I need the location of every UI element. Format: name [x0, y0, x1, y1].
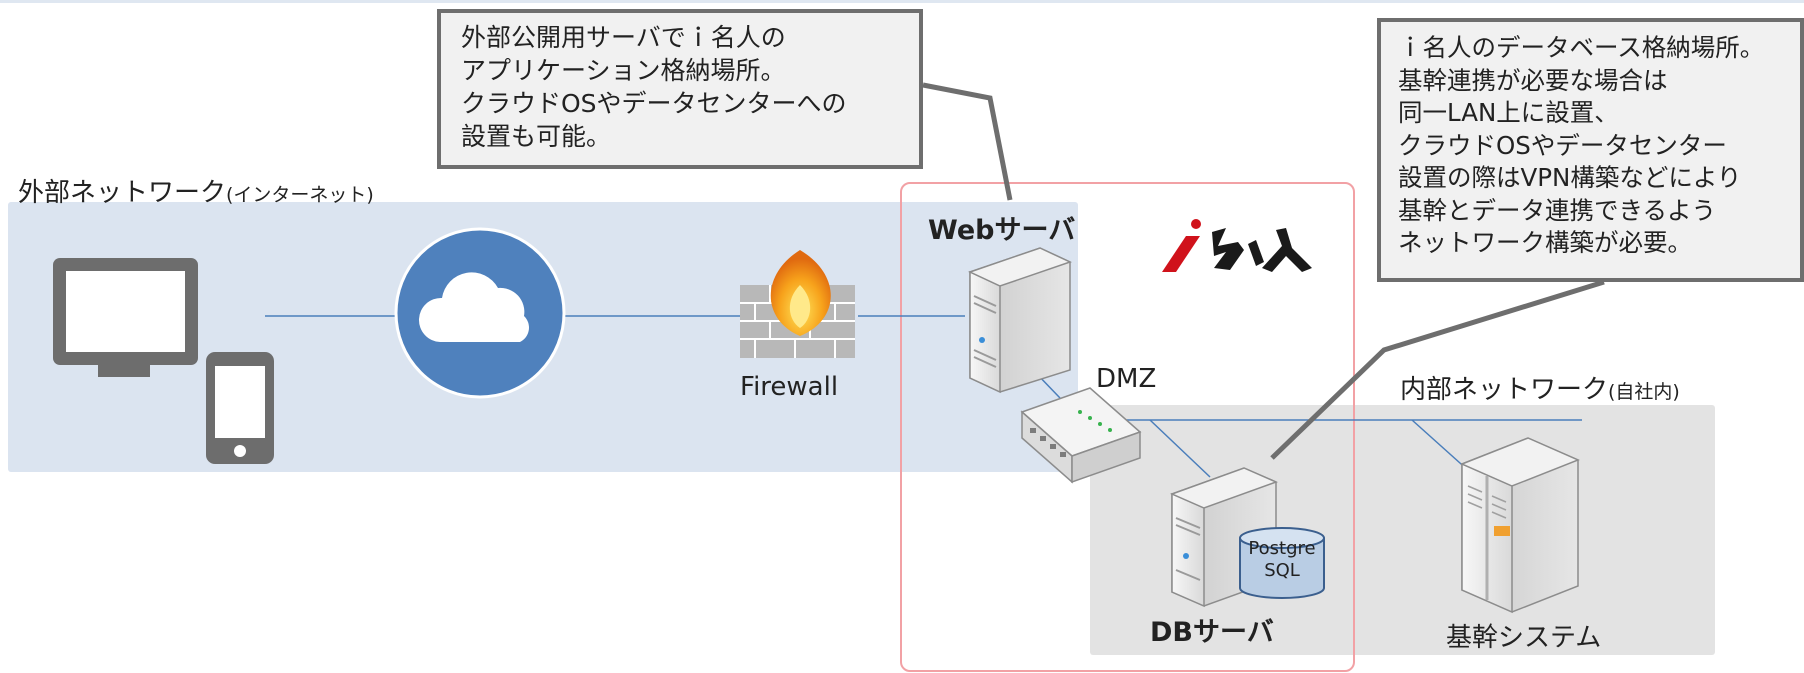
internal-network-title: 内部ネットワーク: [1400, 375, 1609, 405]
monitor-icon: [53, 258, 198, 377]
cloud-icon: [394, 227, 566, 399]
postgresql-label-line1: Postgre: [1248, 538, 1316, 559]
postgresql-label-line2: SQL: [1264, 560, 1300, 581]
dmz-label: DMZ: [1096, 364, 1157, 394]
db-server-callout: ｉ名人のデータベース格納場所。 基幹連携が必要な場合は 同一LAN上に設置、 ク…: [1377, 18, 1804, 282]
network-links: [265, 315, 1582, 478]
database-icon: [1239, 527, 1325, 599]
imeijin-logo: [1162, 219, 1312, 272]
internal-network-label: 内部ネットワーク(自社内): [1400, 369, 1680, 406]
top-rule: [0, 0, 1804, 3]
db-server-label: DBサーバ: [1150, 617, 1274, 648]
external-network-title: 外部ネットワーク: [18, 178, 227, 208]
firewall-label: Firewall: [740, 372, 839, 402]
core-system-server-icon: [1460, 437, 1580, 614]
smartphone-icon: [206, 352, 274, 464]
firewall-icon: [740, 250, 855, 358]
core-system-label: 基幹システム: [1446, 623, 1602, 653]
web-server-label: Webサーバ: [928, 215, 1076, 246]
internal-network-subtitle: (自社内): [1608, 381, 1680, 403]
web-server-callout: 外部公開用サーバでｉ名人の アプリケーション格納場所。 クラウドOSやデータセン…: [437, 9, 923, 169]
imeijin-system-frame: [900, 182, 1355, 672]
postgresql-label: Postgre SQL: [1240, 538, 1324, 582]
external-network-subtitle: (インターネット): [226, 184, 374, 206]
external-network-label: 外部ネットワーク(インターネット): [18, 172, 374, 209]
server-icon: [967, 247, 1073, 394]
switch-icon: [1020, 387, 1142, 484]
callout-pointers: [922, 82, 1605, 460]
